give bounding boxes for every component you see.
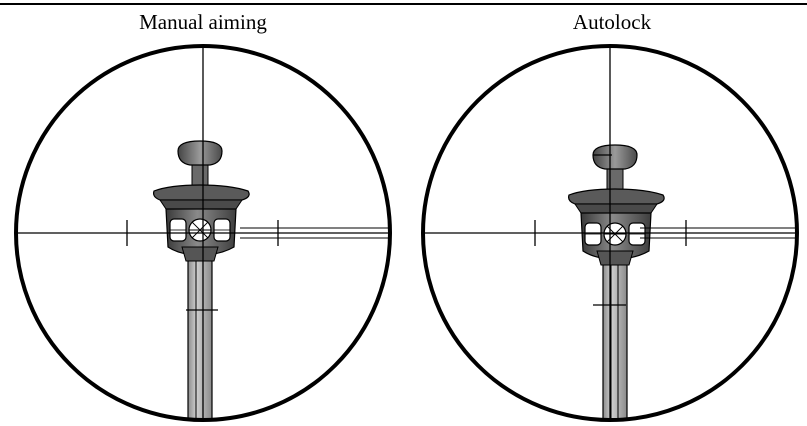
crosshair-right [423, 46, 797, 420]
autolock-view [421, 44, 799, 422]
eyepiece-ring-left [14, 44, 392, 422]
prism-reflector-right [567, 144, 665, 420]
crosshair-left [16, 46, 390, 420]
panel-title-manual-aiming: Manual aiming [139, 10, 267, 34]
top-rule [0, 3, 807, 5]
prism-reflector-left [153, 140, 250, 420]
manual-aiming-view [14, 44, 392, 422]
panel-title-autolock: Autolock [572, 10, 652, 34]
eyepiece-ring-right [421, 44, 799, 422]
